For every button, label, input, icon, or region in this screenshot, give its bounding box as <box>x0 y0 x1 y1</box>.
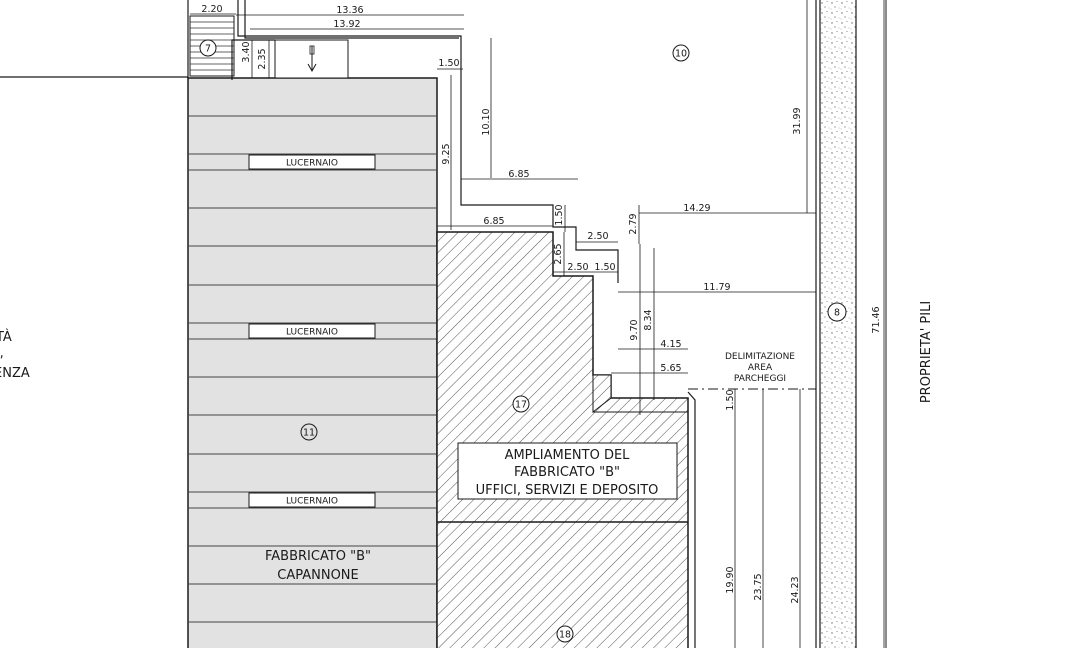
dim-5-65: 5.65 <box>660 363 681 374</box>
skylight-1 <box>248 154 376 170</box>
ampliamento-line1: AMPLIAMENTO DEL <box>505 448 631 463</box>
skylight-3-label: LUCERNAIO <box>286 497 338 507</box>
dim-19-90: 19.90 <box>725 566 736 593</box>
property-outline-top <box>237 0 619 283</box>
dim-4-15: 4.15 <box>660 339 681 350</box>
marker-7: 7 <box>205 44 211 55</box>
marker-8: 8 <box>834 308 840 319</box>
marker-18: 18 <box>559 630 571 641</box>
dim-2-20: 2.20 <box>201 4 222 15</box>
marker-11-circle <box>300 423 318 441</box>
boundary-strip <box>820 0 856 648</box>
parking-label-1: DELIMITAZIONE <box>725 352 795 362</box>
dim-6-85-upper: 6.85 <box>508 169 529 180</box>
capannone-subtitle: CAPANNONE <box>277 568 359 583</box>
capannone-building <box>187 77 438 648</box>
dim-1-50-top: 1.50 <box>438 58 459 69</box>
marker-8-circle <box>827 302 847 322</box>
skylight-1-label: LUCERNAIO <box>286 159 338 169</box>
marker-10-circle <box>672 44 690 62</box>
skylight-2 <box>248 323 376 339</box>
left-cut-text-2: ', <box>0 346 4 361</box>
dim-1-50-mid: 1.50 <box>554 204 565 225</box>
capannone-title: FABBRICATO "B" <box>265 549 371 564</box>
dim-8-34: 8.34 <box>643 309 654 330</box>
marker-11: 11 <box>303 428 315 439</box>
dim-24-23: 24.23 <box>790 576 801 603</box>
marker-7-circle <box>199 39 217 57</box>
marker-17-circle <box>512 395 530 413</box>
skylight-3 <box>248 492 376 508</box>
marker-17: 17 <box>515 400 527 411</box>
marker-10: 10 <box>675 49 687 60</box>
dim-2-50-a: 2.50 <box>587 231 608 242</box>
parking-label-2: AREA <box>748 363 773 373</box>
skylight-2-label: LUCERNAIO <box>286 328 338 338</box>
dim-3-40: 3.40 <box>241 41 252 62</box>
dim-1-50-low: 1.50 <box>725 389 736 410</box>
dim-14-29: 14.29 <box>683 203 710 214</box>
left-cut-text-3: ENZA <box>0 366 30 381</box>
parking-label-3: PARCHEGGI <box>734 374 786 384</box>
dim-2-50-b: 2.50 <box>567 262 588 273</box>
dim-13-36: 13.36 <box>336 5 363 16</box>
dim-1-50-b: 1.50 <box>594 262 615 273</box>
roof-panel-lines <box>188 115 437 623</box>
dim-13-92: 13.92 <box>333 19 360 30</box>
proprieta-label: PROPRIETA' PILI <box>919 301 934 403</box>
dim-2-35: 2.35 <box>257 48 268 69</box>
dim-71-46: 71.46 <box>871 306 882 333</box>
marker-18-circle <box>556 625 574 643</box>
dim-2-65: 2.65 <box>553 243 564 264</box>
dim-10-10: 10.10 <box>481 108 492 135</box>
dim-6-85-lower: 6.85 <box>483 216 504 227</box>
ampliamento-area <box>436 231 689 648</box>
dimension-lines <box>190 0 885 648</box>
ampliamento-line2: FABBRICATO "B" <box>514 465 620 480</box>
ampliamento-label-box <box>457 442 678 500</box>
dim-2-79: 2.79 <box>628 213 639 234</box>
dim-9-25: 9.25 <box>441 143 452 164</box>
dim-31-99: 31.99 <box>792 107 803 134</box>
dim-11-79: 11.79 <box>703 282 730 293</box>
dim-9-70: 9.70 <box>629 319 640 340</box>
dim-23-75: 23.75 <box>753 573 764 600</box>
ampliamento-line3: UFFICI, SERVIZI E DEPOSITO <box>476 483 659 498</box>
left-cut-text-1: TÀ <box>0 329 12 345</box>
